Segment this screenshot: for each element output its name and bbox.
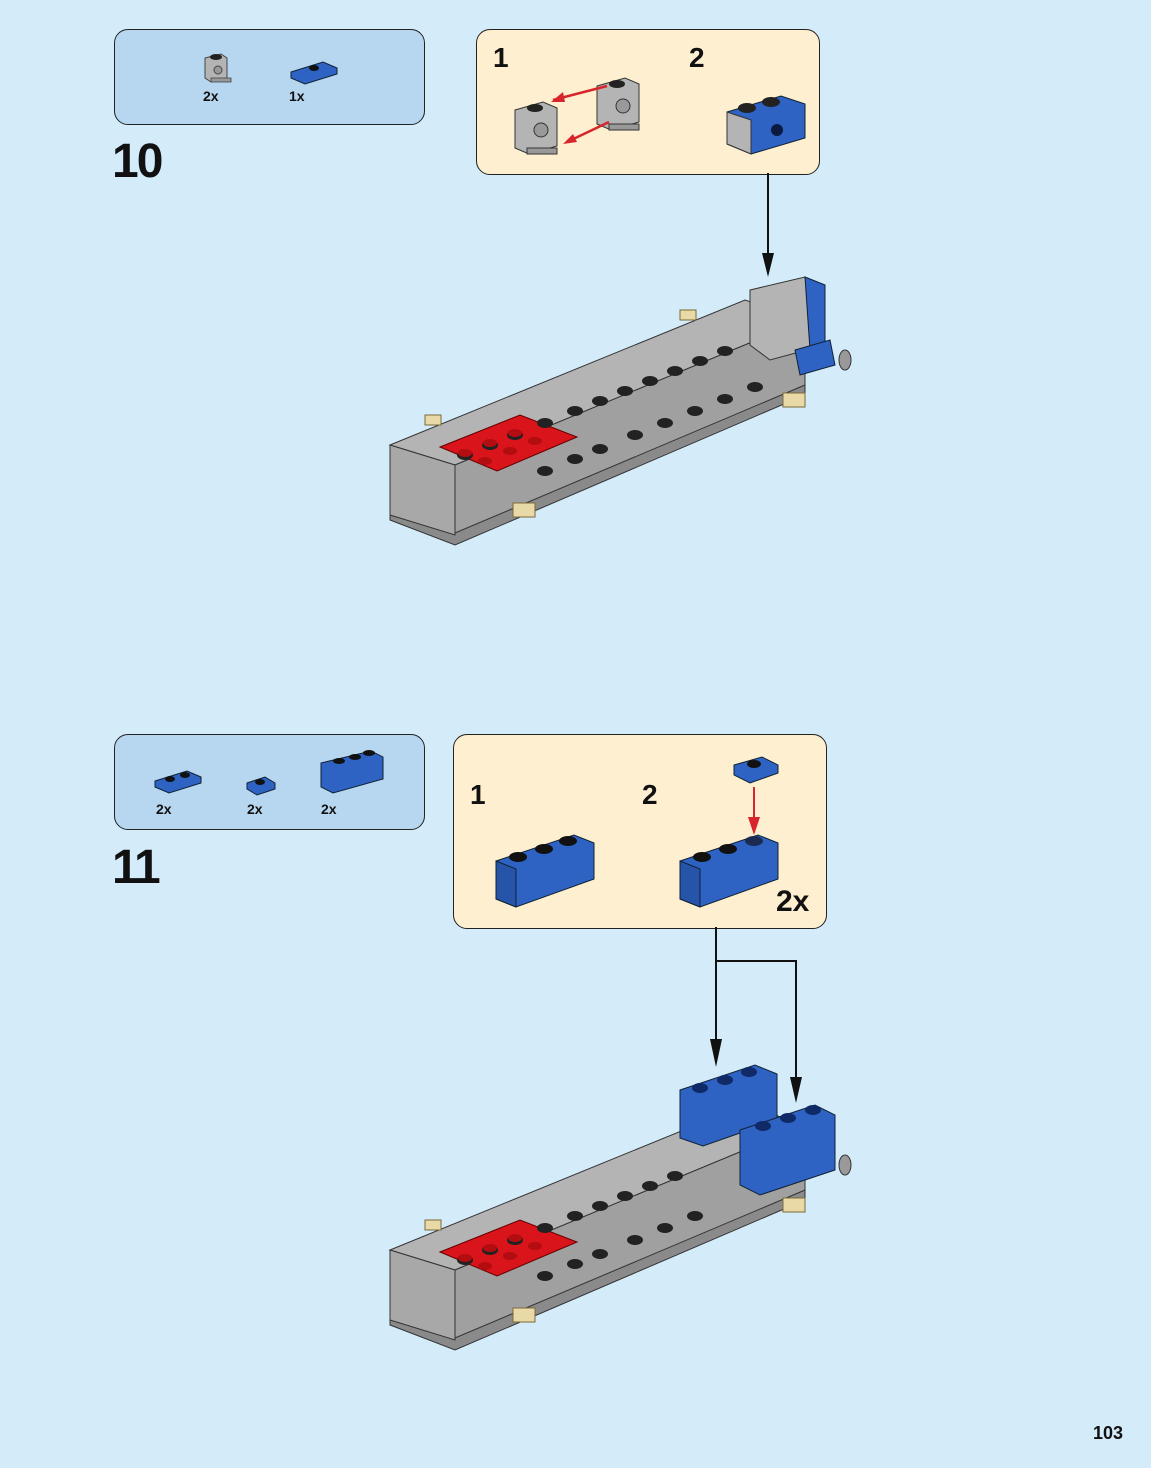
substep-number: 1 [493,42,509,73]
step-10-subassembly: 1 2 [476,29,820,175]
blue-brick-1x3-icon [495,834,595,908]
step-11-parts-list: 2x 2x 2x [114,734,425,830]
substep-number: 1 [470,779,486,810]
red-arrow-icon [551,84,610,144]
blue-plate-1x2-icon [154,770,202,794]
step-11-subassembly: 1 2 2x [453,734,827,929]
page-number: 103 [1092,1423,1123,1443]
part-qty: 1x [289,88,305,104]
step-number: 11 [112,841,161,894]
step-10-callout-arrow [762,173,774,277]
brick-with-blue-plate-icon [726,95,806,155]
red-arrow-icon [748,787,760,835]
substep-number: 2 [642,779,658,810]
part-qty: 2x [321,801,337,817]
substep-number: 2 [689,42,705,73]
blue-jumper-plate-icon [290,61,338,85]
step-11-callout-arrows [710,927,802,1103]
blue-plate-1x1-icon [733,756,779,784]
gray-brick-icon [514,101,558,155]
step-10-model-illustration [388,276,852,546]
blue-brick-with-plate-icon [679,834,779,908]
step-10-parts-list: 2x 1x [114,29,425,125]
part-qty: 2x [156,801,172,817]
step-number: 10 [112,135,163,188]
step-11-model-illustration [388,1064,852,1351]
part-qty: 2x [247,801,263,817]
part-qty: 2x [203,88,219,104]
blue-brick-1x3-icon [320,750,384,794]
substep-quantity: 2x [776,885,810,918]
gray-brick-side-stud-icon [204,53,232,83]
blue-plate-1x1-icon [246,776,276,796]
gray-brick-icon [596,77,640,131]
